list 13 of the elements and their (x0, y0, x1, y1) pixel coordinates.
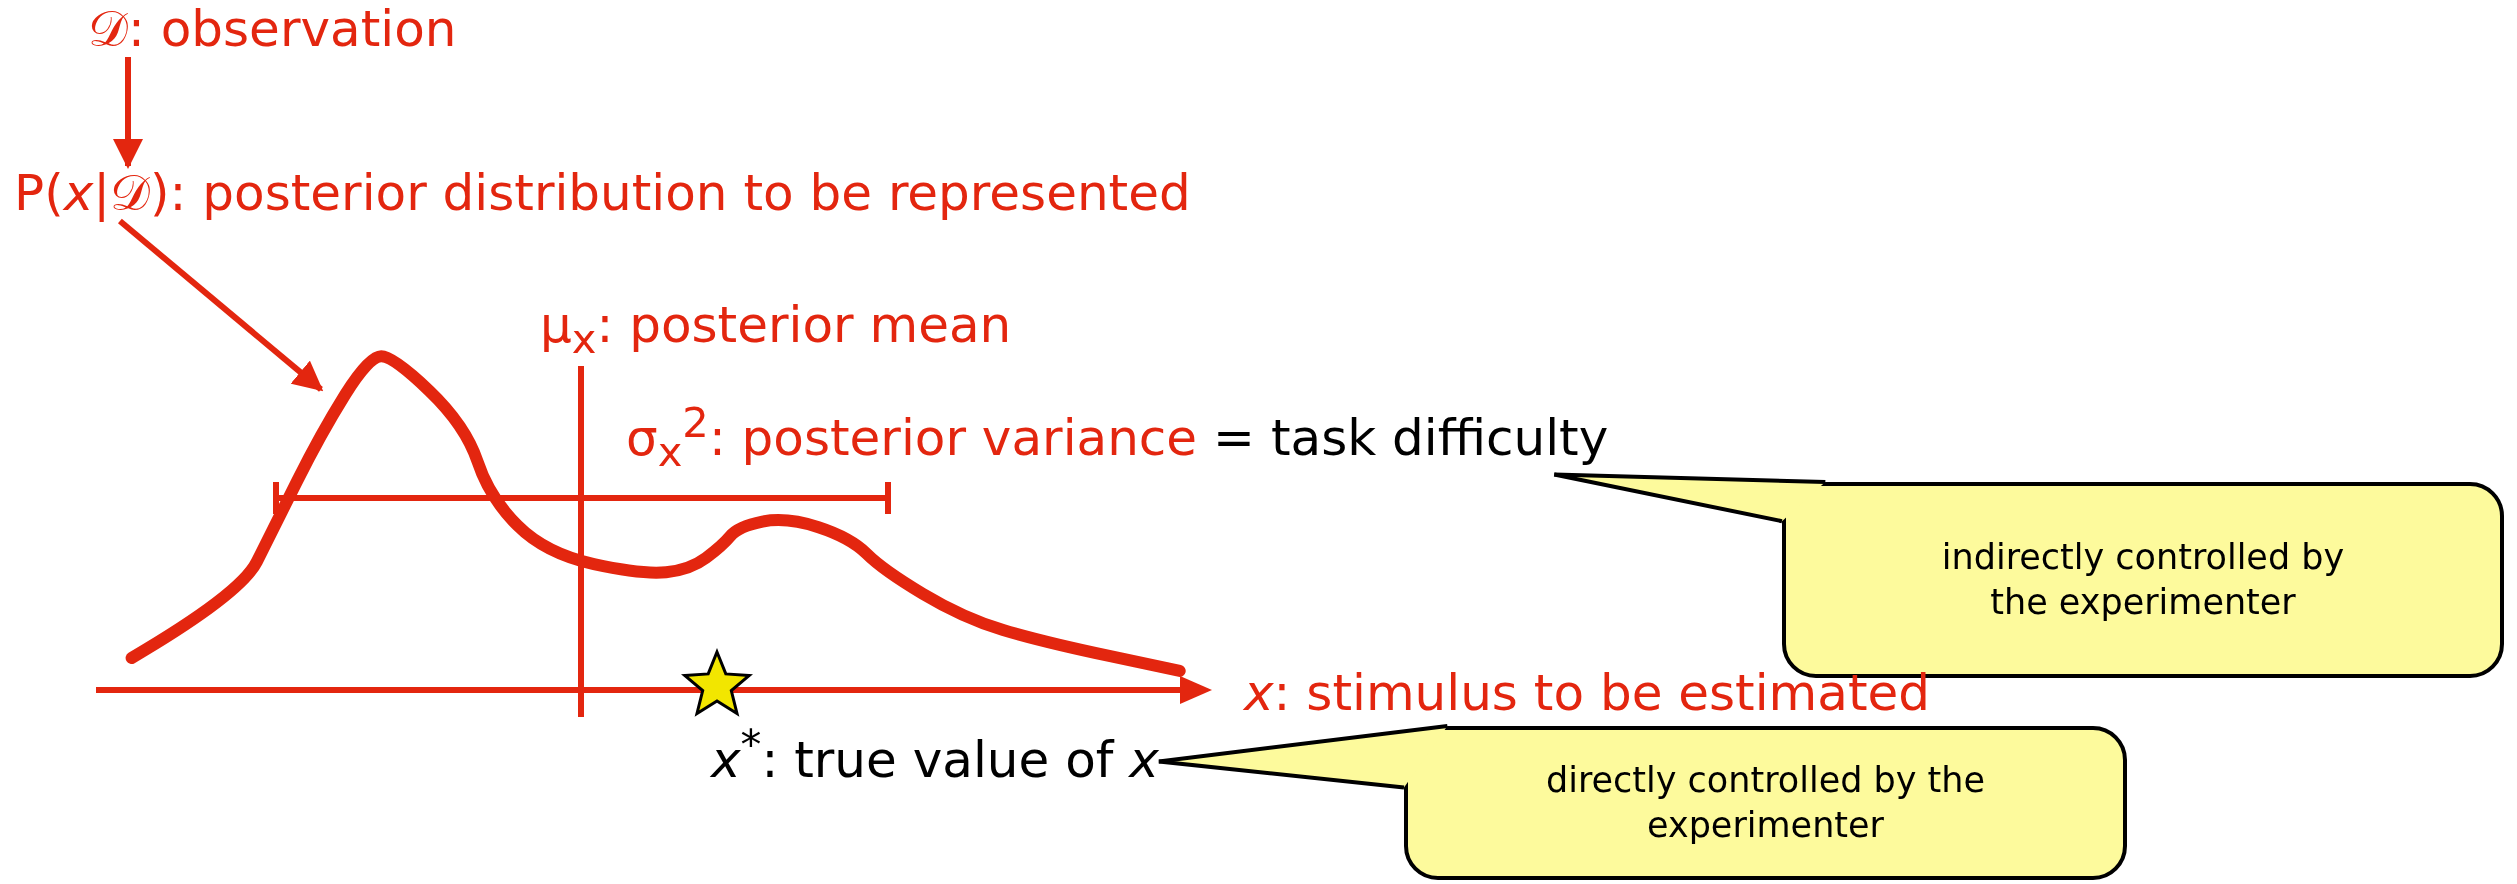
true-value-label: x$^{*}$: true value of x (711, 722, 1159, 788)
arrow (113, 57, 143, 169)
speech-bubble (1404, 726, 2127, 880)
callout-text: directly controlled by the experimenter (1545, 758, 1986, 847)
difficulty-label: = task difficulty (1213, 410, 1609, 466)
mean-label: μ$_{x}$: posterior mean (540, 298, 1012, 362)
arrow (117, 218, 324, 392)
posterior-label: P(x|𝒟): posterior distribution to be represented (14, 166, 1191, 221)
callout-text: indirectly controlled by the experimenter (1940, 535, 2346, 624)
axis-label: x: stimulus to be estimated (1244, 668, 1931, 718)
observation-label: 𝒟: observation (88, 2, 457, 57)
variance-label: σ$_{x}$$^{2}$: posterior variance (626, 400, 1198, 475)
star-icon (681, 648, 753, 718)
